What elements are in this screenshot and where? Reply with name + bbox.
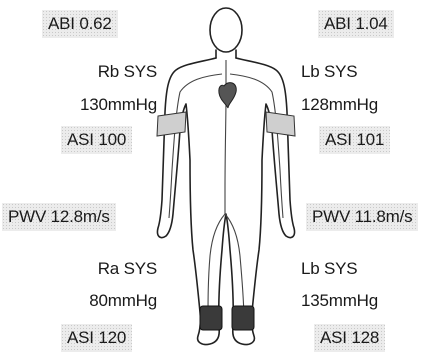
left-arm-cuff	[266, 112, 295, 136]
left-upper-asi-label: ASI 100	[61, 126, 132, 154]
right-ankle-cuff	[200, 306, 222, 330]
right-upper-asi-label: ASI 101	[319, 126, 390, 154]
right-pwv-label: PWV 11.8m/s	[306, 203, 418, 231]
right-lower-site-label: Lb SYS	[301, 259, 357, 279]
left-upper-site-label: Rb SYS	[40, 62, 157, 82]
left-lower-site-label: Ra SYS	[40, 259, 157, 279]
right-arm-artery	[169, 74, 222, 218]
right-abi-label: ABI 1.04	[318, 10, 394, 38]
left-upper-pressure-value: 130mmHg	[40, 95, 157, 115]
left-abi-label: ABI 0.62	[42, 10, 118, 38]
left-pwv-label: PWV 12.8m/s	[2, 203, 116, 231]
left-lower-asi-label: ASI 120	[61, 324, 132, 352]
right-lower-pressure-value: 135mmHg	[301, 291, 378, 311]
heart-icon	[219, 83, 236, 108]
left-ankle-cuff	[232, 306, 254, 330]
left-lower-pressure-value: 80mmHg	[40, 291, 157, 311]
left-arm-artery	[230, 74, 283, 218]
head-outline	[210, 8, 242, 52]
right-arm-cuff	[157, 112, 186, 136]
right-lower-asi-label: ASI 128	[314, 324, 385, 352]
aorta-line	[225, 60, 226, 214]
right-upper-site-label: Lb SYS	[301, 62, 357, 82]
right-upper-pressure-value: 128mmHg	[301, 95, 378, 115]
